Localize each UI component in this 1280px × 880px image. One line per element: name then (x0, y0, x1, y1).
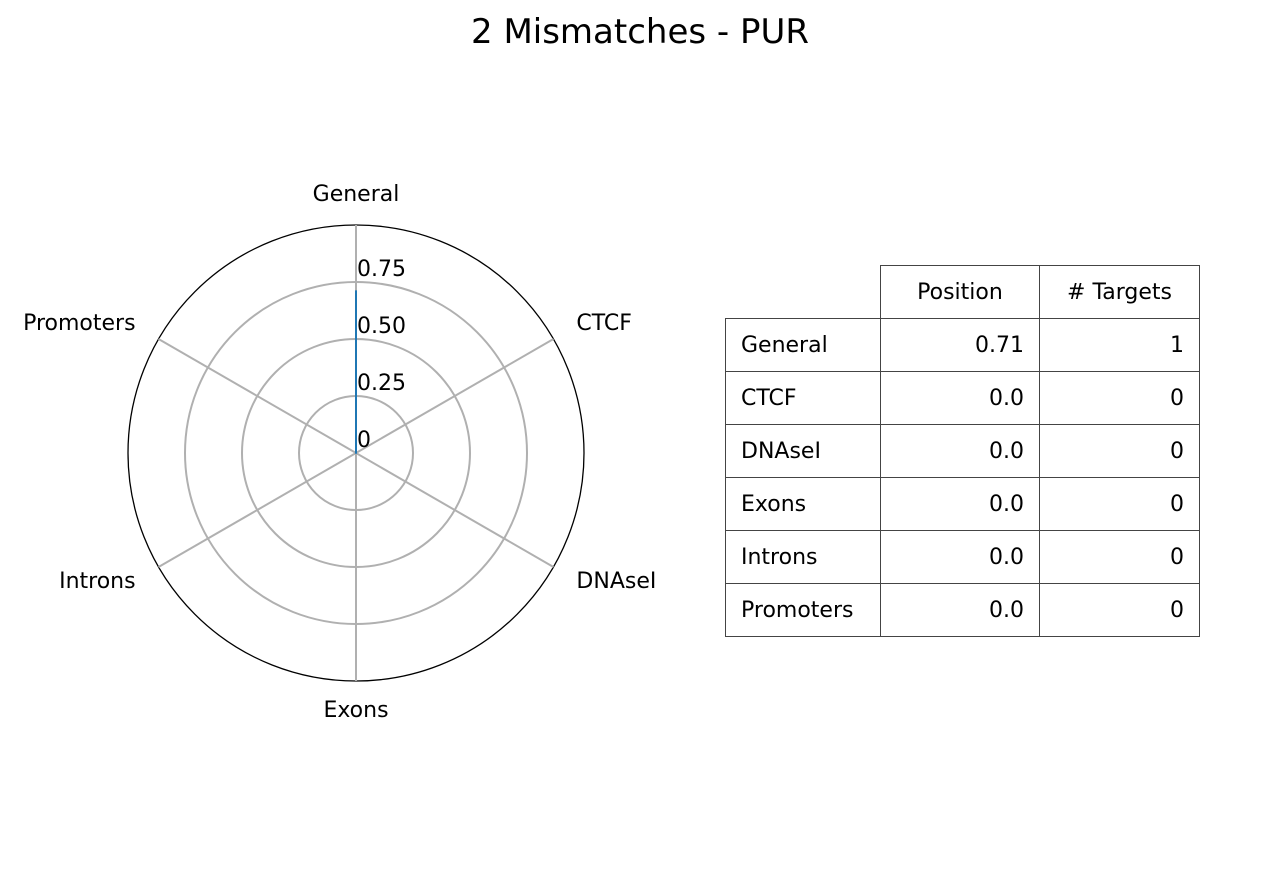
targets-cell: 0 (1039, 477, 1200, 531)
table-row: Promoters 0.0 0 (725, 583, 1200, 637)
targets-cell: 1 (1039, 318, 1200, 372)
radial-tick-label: 0.25 (357, 371, 406, 396)
radial-tick-label: 0 (357, 428, 371, 453)
targets-cell: 0 (1039, 371, 1200, 425)
table-row: Exons 0.0 0 (725, 477, 1200, 531)
radial-tick-label: 0.50 (357, 314, 406, 339)
row-label: General (725, 318, 881, 372)
position-cell: 0.0 (880, 583, 1040, 637)
row-label: DNAseI (725, 424, 881, 478)
summary-table: Position # Targets General 0.71 1 CTCF 0… (725, 265, 1200, 637)
position-cell: 0.0 (880, 371, 1040, 425)
category-label: Introns (59, 569, 135, 594)
position-cell: 0.0 (880, 530, 1040, 584)
grid-spoke (158, 338, 357, 454)
targets-cell: 0 (1039, 530, 1200, 584)
table-row: CTCF 0.0 0 (725, 371, 1200, 425)
column-header-position: Position (880, 265, 1040, 319)
table-header-row: Position # Targets (726, 265, 1200, 319)
table-row: DNAseI 0.0 0 (725, 424, 1200, 478)
category-label: Exons (323, 698, 388, 723)
column-header-targets: # Targets (1039, 265, 1200, 319)
targets-cell: 0 (1039, 583, 1200, 637)
radial-tick-label: 0.75 (357, 257, 406, 282)
position-cell: 0.0 (880, 424, 1040, 478)
table-row: General 0.71 1 (725, 318, 1200, 372)
category-label: DNAseI (576, 569, 656, 594)
chart-title: 2 Mismatches - PUR (471, 12, 809, 52)
grid-spoke (158, 452, 357, 568)
row-label: CTCF (725, 371, 881, 425)
position-cell: 0.71 (880, 318, 1040, 372)
table-row: Introns 0.0 0 (725, 530, 1200, 584)
category-label: CTCF (576, 311, 632, 336)
row-label: Exons (725, 477, 881, 531)
row-label: Introns (725, 530, 881, 584)
row-label: Promoters (725, 583, 881, 637)
category-label: General (313, 182, 400, 207)
position-cell: 0.0 (880, 477, 1040, 531)
radar-tick-labels: 0 0.25 0.50 0.75 (357, 257, 406, 453)
category-label: Promoters (23, 311, 135, 336)
grid-spoke (355, 338, 554, 454)
targets-cell: 0 (1039, 424, 1200, 478)
table-corner (726, 266, 881, 319)
grid-spoke (355, 452, 554, 568)
